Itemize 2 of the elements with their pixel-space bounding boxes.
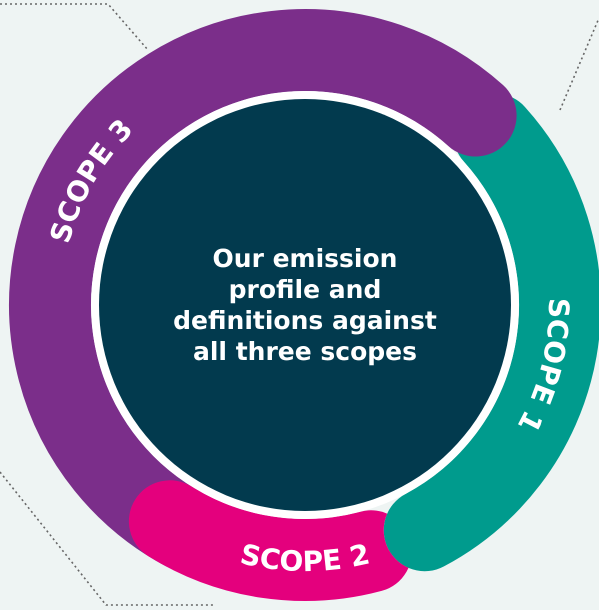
segment-label: SCOPE 2 [237,537,373,578]
centre-heading: Our emission profile and definitions against all three scopes [172,243,438,367]
